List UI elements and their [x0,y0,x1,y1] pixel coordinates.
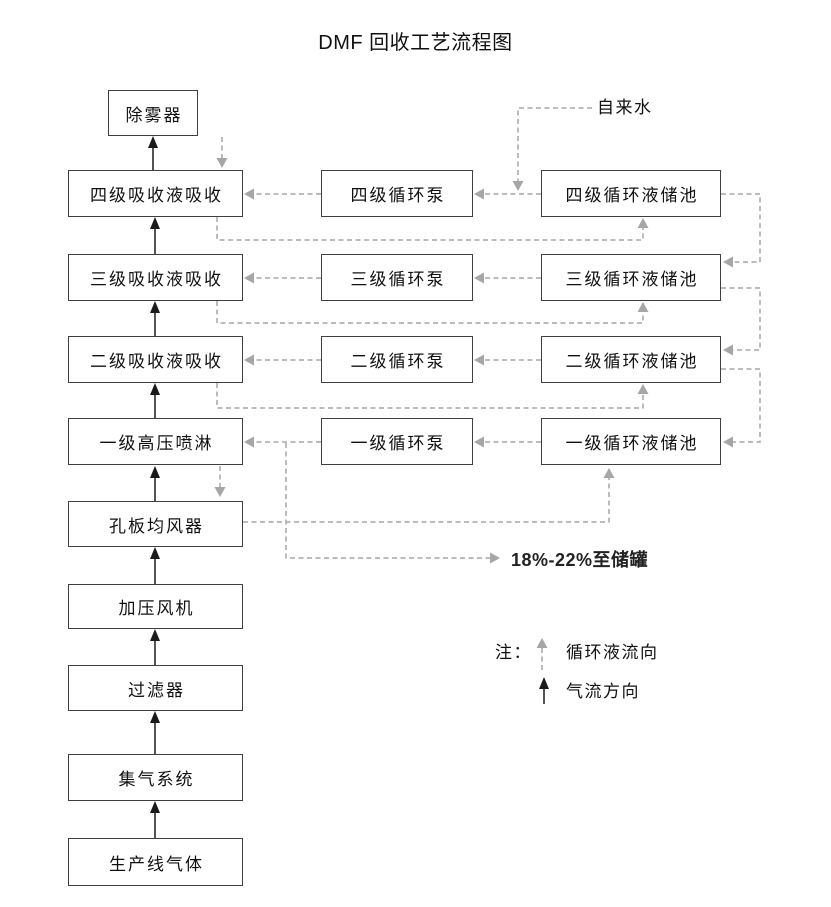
tank-to-pump-arrow [474,354,541,366]
pump-to-absorber-arrow [244,354,321,366]
pump-to-absorber-arrow [244,188,321,200]
node-spray-1: 一级高压喷淋 [68,418,243,465]
legend-gas-label: 气流方向 [566,682,640,701]
legend-solid-up-arrow-icon [539,677,549,704]
tank-to-pump-arrow [474,272,541,284]
gas-flow-arrow [150,301,160,336]
gas-flow-arrow [150,217,160,254]
gas-flow-arrow [150,466,160,501]
gas-flow-arrow [150,547,160,584]
gas-flow-arrow [150,629,160,665]
orifice-return-arrow [243,468,615,523]
gas-flow-arrow [150,711,160,754]
gas-flow-arrow [150,383,160,418]
legend-note-label: 注： [495,643,532,662]
node-orifice: 孔板均风器 [68,501,243,547]
legend-dashed-up-arrow-icon [536,638,548,670]
node-pump-1: 一级循环泵 [321,418,473,465]
node-tank-4: 四级循环液储池 [541,170,721,217]
node-fan: 加压风机 [68,584,243,629]
tap-water-line [512,107,592,191]
tank-to-pump-arrow [474,436,541,448]
node-pump-2: 二级循环泵 [321,336,473,383]
pump-to-absorber-arrow [244,272,321,284]
to-storage-label: 18%-22%至储罐 [511,550,649,570]
tank-cascade-arrow [721,287,761,356]
to-storage-arrow [285,443,500,564]
node-filter: 过滤器 [68,665,243,711]
absorber-return-arrow [216,383,649,409]
node-absorber-3: 三级吸收液吸收 [68,254,243,301]
absorber-return-arrow [216,301,649,324]
node-demister: 除雾器 [108,90,198,136]
node-tank-2: 二级循环液储池 [541,336,721,383]
node-absorber-2: 二级吸收液吸收 [68,336,243,383]
node-prod-gas: 生产线气体 [68,838,243,886]
tank-to-pump-arrow [474,188,541,200]
gas-flow-arrow [150,801,160,838]
node-pump-3: 三级循环泵 [321,254,473,301]
spray-drain-arrow [214,466,226,497]
legend-liquid-label: 循环液流向 [566,643,659,662]
gas-flow-arrow [148,136,158,170]
pump-to-sprayer-arrow [244,436,321,448]
tap-water-label: 自来水 [597,98,653,117]
node-pump-4: 四级循环泵 [321,170,473,217]
demister-drain-arrow [216,137,228,168]
node-tank-1: 一级循环液储池 [541,418,721,465]
node-gas-collect: 集气系统 [68,754,243,801]
diagram-title: DMF 回收工艺流程图 [318,32,513,54]
node-tank-3: 三级循环液储池 [541,254,721,301]
node-absorber-4: 四级吸收液吸收 [68,170,243,217]
tank-cascade-arrow [721,368,761,448]
absorber-return-arrow [216,217,649,241]
tank-cascade-arrow [721,193,761,268]
